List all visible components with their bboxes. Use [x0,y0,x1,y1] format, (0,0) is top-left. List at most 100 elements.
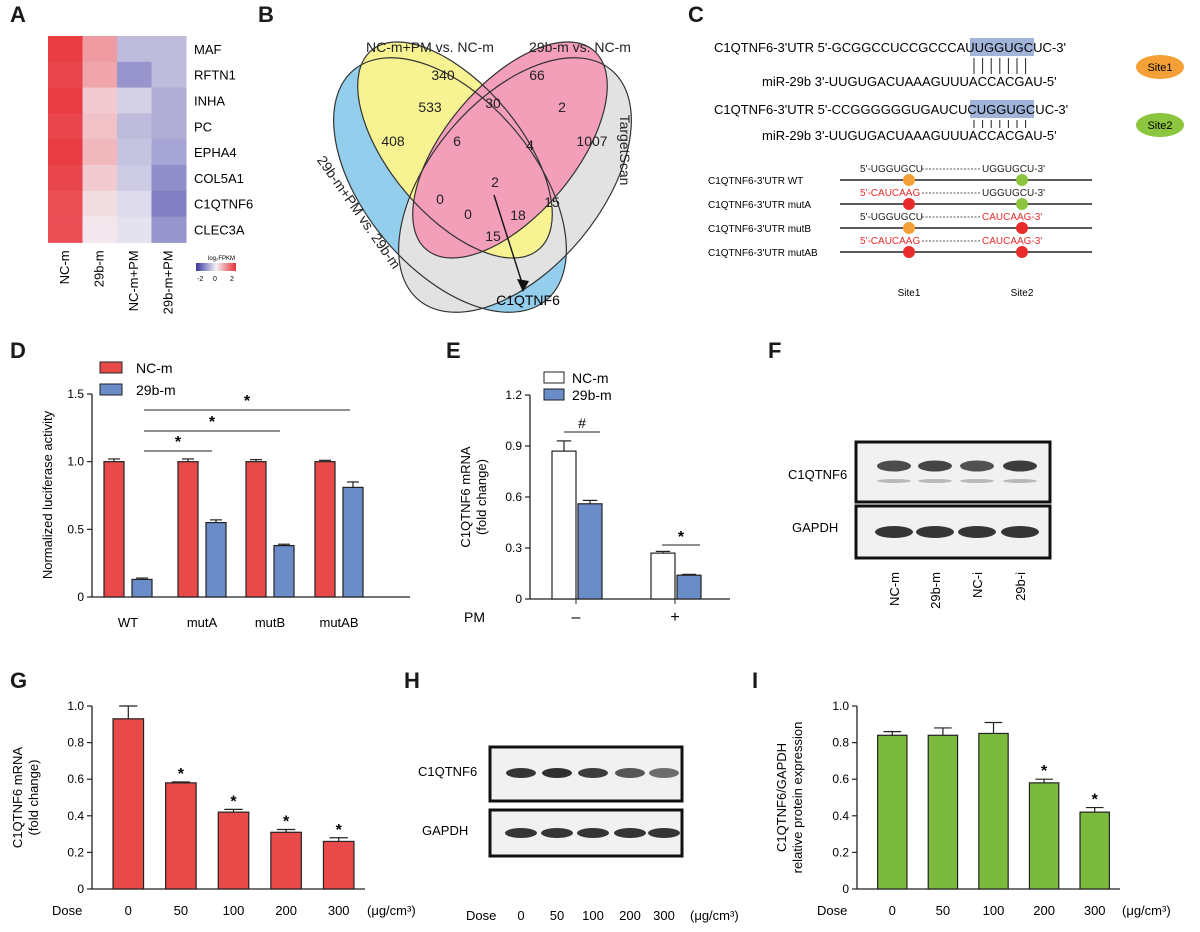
y-tick-label: 0.9 [505,439,522,453]
heatmap-cell [48,139,83,166]
construct-seq-right: CAUCAAG-3' [982,212,1042,223]
bar [927,734,959,890]
panel-letter-g: G [10,668,28,693]
site2-marker [1016,246,1028,258]
heatmap-gene-label: INHA [194,94,225,109]
heatmap-cell [48,190,83,218]
heatmap-cell [151,61,187,89]
y-tick-label: 0 [77,590,84,604]
heatmap-cell [151,165,187,192]
heatmap-gene-label: CLEC3A [194,223,245,238]
c1qtnf6-faint-band [1003,479,1037,483]
y-axis-label-line2: relative protein expression [790,722,805,874]
panel-letter-i: I [752,668,759,693]
heatmap-cell [82,139,118,166]
legend-swatch-nc-m [99,361,123,374]
binding-site-panel: C1QTNF6-3'UTR 5'-GCGGCCUCCGCCCAUUGGUGCUC… [708,38,1184,299]
bar [322,840,355,890]
c1qtnf6-faint-band [918,479,952,483]
venn-label-d: TargetScan [617,115,633,186]
blot-f-lane-label: NC-m [887,572,902,606]
panel-letter-b: B [258,2,274,27]
venn-count: 1007 [576,133,607,149]
bar [270,831,302,890]
gapdh-band [875,526,913,538]
c1qtnf6-band [578,768,608,778]
heatmap-cell [48,36,83,63]
y-tick-label: 0.8 [832,736,849,750]
callout-arrowhead [517,279,529,292]
heatmap-cell [151,216,187,243]
y-axis-label-line1: C1QTNF6 mRNA [458,446,473,547]
site1-marker [903,198,915,210]
blot-h-lane-label: 300 [653,908,675,923]
x-tick-label: mutB [255,615,285,630]
heatmap-legend-tick: 0 [213,276,217,283]
panel-letter-e: E [446,338,461,363]
heatmap-cell [117,139,152,166]
x-tick-label: 200 [275,903,297,918]
heatmap-cell [117,190,152,218]
bar-nc-m [314,461,336,598]
c1qtnf6-band [918,460,952,472]
site1-mir-sequence: miR-29b 3'-UUGUGACUAAAGUUUACCACGAU-5' [762,74,1057,89]
heatmap-cell [117,113,152,140]
c1qtnf6-band [877,460,911,472]
gapdh-band [648,828,680,838]
blot-f-band-label-1: C1QTNF6 [788,467,847,482]
venn-count: 408 [381,133,405,149]
x-axis-unit: (μg/cm³) [1122,903,1171,918]
y-tick-label: 1.5 [67,387,84,401]
heatmap-column-label: NC-m+PM [126,250,141,311]
seed-highlight-1 [970,38,1034,56]
bar [1028,782,1060,890]
construct-name: C1QTNF6-3'UTR mutB [708,224,811,235]
significance-star: * [1092,792,1099,809]
blot-h-unit: (μg/cm³) [690,908,739,923]
significance-star: * [230,793,237,810]
heatmap-cell [82,36,118,63]
x-tick-label: 0 [889,903,896,918]
site2-utr-sequence: C1QTNF6-3'UTR 5'-CCGGGGGGUGAUCUCUGGUGCUC… [714,102,1068,117]
y-axis-label-line2: (fold change) [26,760,41,836]
site1-badge [1136,55,1184,79]
blot-h-lane-label: 0 [517,908,524,923]
bar-29b-m [205,521,227,598]
site2-mir-sequence: miR-29b 3'-UUGUGACUAAAGUUUACCACGAU-5' [762,128,1057,143]
x-tick-label: + [670,609,679,626]
heatmap-legend-bar [196,263,236,271]
venn-set-b [412,42,608,258]
heatmap-gene-label: MAF [194,42,222,57]
c1qtnf6-band [542,768,572,778]
heatmap-cell [82,87,118,114]
callout-arrow [493,194,524,287]
heatmap-cell [82,190,118,218]
significance-hash: # [578,415,586,431]
c1qtnf6-band [1003,460,1037,472]
site1-marker [903,174,915,186]
heatmap-cell [117,87,152,114]
construct-seq-right: UGGUGCU-3' [982,164,1045,175]
significance-star: * [283,814,290,831]
legend-label-29b-m: 29b-m [572,387,612,403]
panel-letter-d: D [10,338,26,363]
bar-nc-m [650,552,676,600]
y-tick-label: 0.6 [832,772,849,786]
heatmap-gene-label: C1QTNF6 [194,197,253,212]
heatmap-cell [48,87,83,114]
legend-label-29b-m: 29b-m [136,382,176,398]
blot-h-lane-label: 200 [619,908,641,923]
construct-seq-left: 5'-UGGUGCU [860,164,923,175]
panel-letter-h: H [404,668,420,693]
heatmap-cell [151,139,187,166]
venn-count: 0 [436,191,444,207]
x-tick-label: 0 [125,903,132,918]
x-axis-unit: (μg/cm³) [367,903,416,918]
heatmap-cell [48,165,83,192]
venn-count: 18 [510,207,526,223]
site2-badge [1136,113,1184,137]
bar-29b-m [577,503,603,600]
y-tick-label: 1.0 [67,699,84,713]
y-tick-label: 1.2 [505,388,522,402]
